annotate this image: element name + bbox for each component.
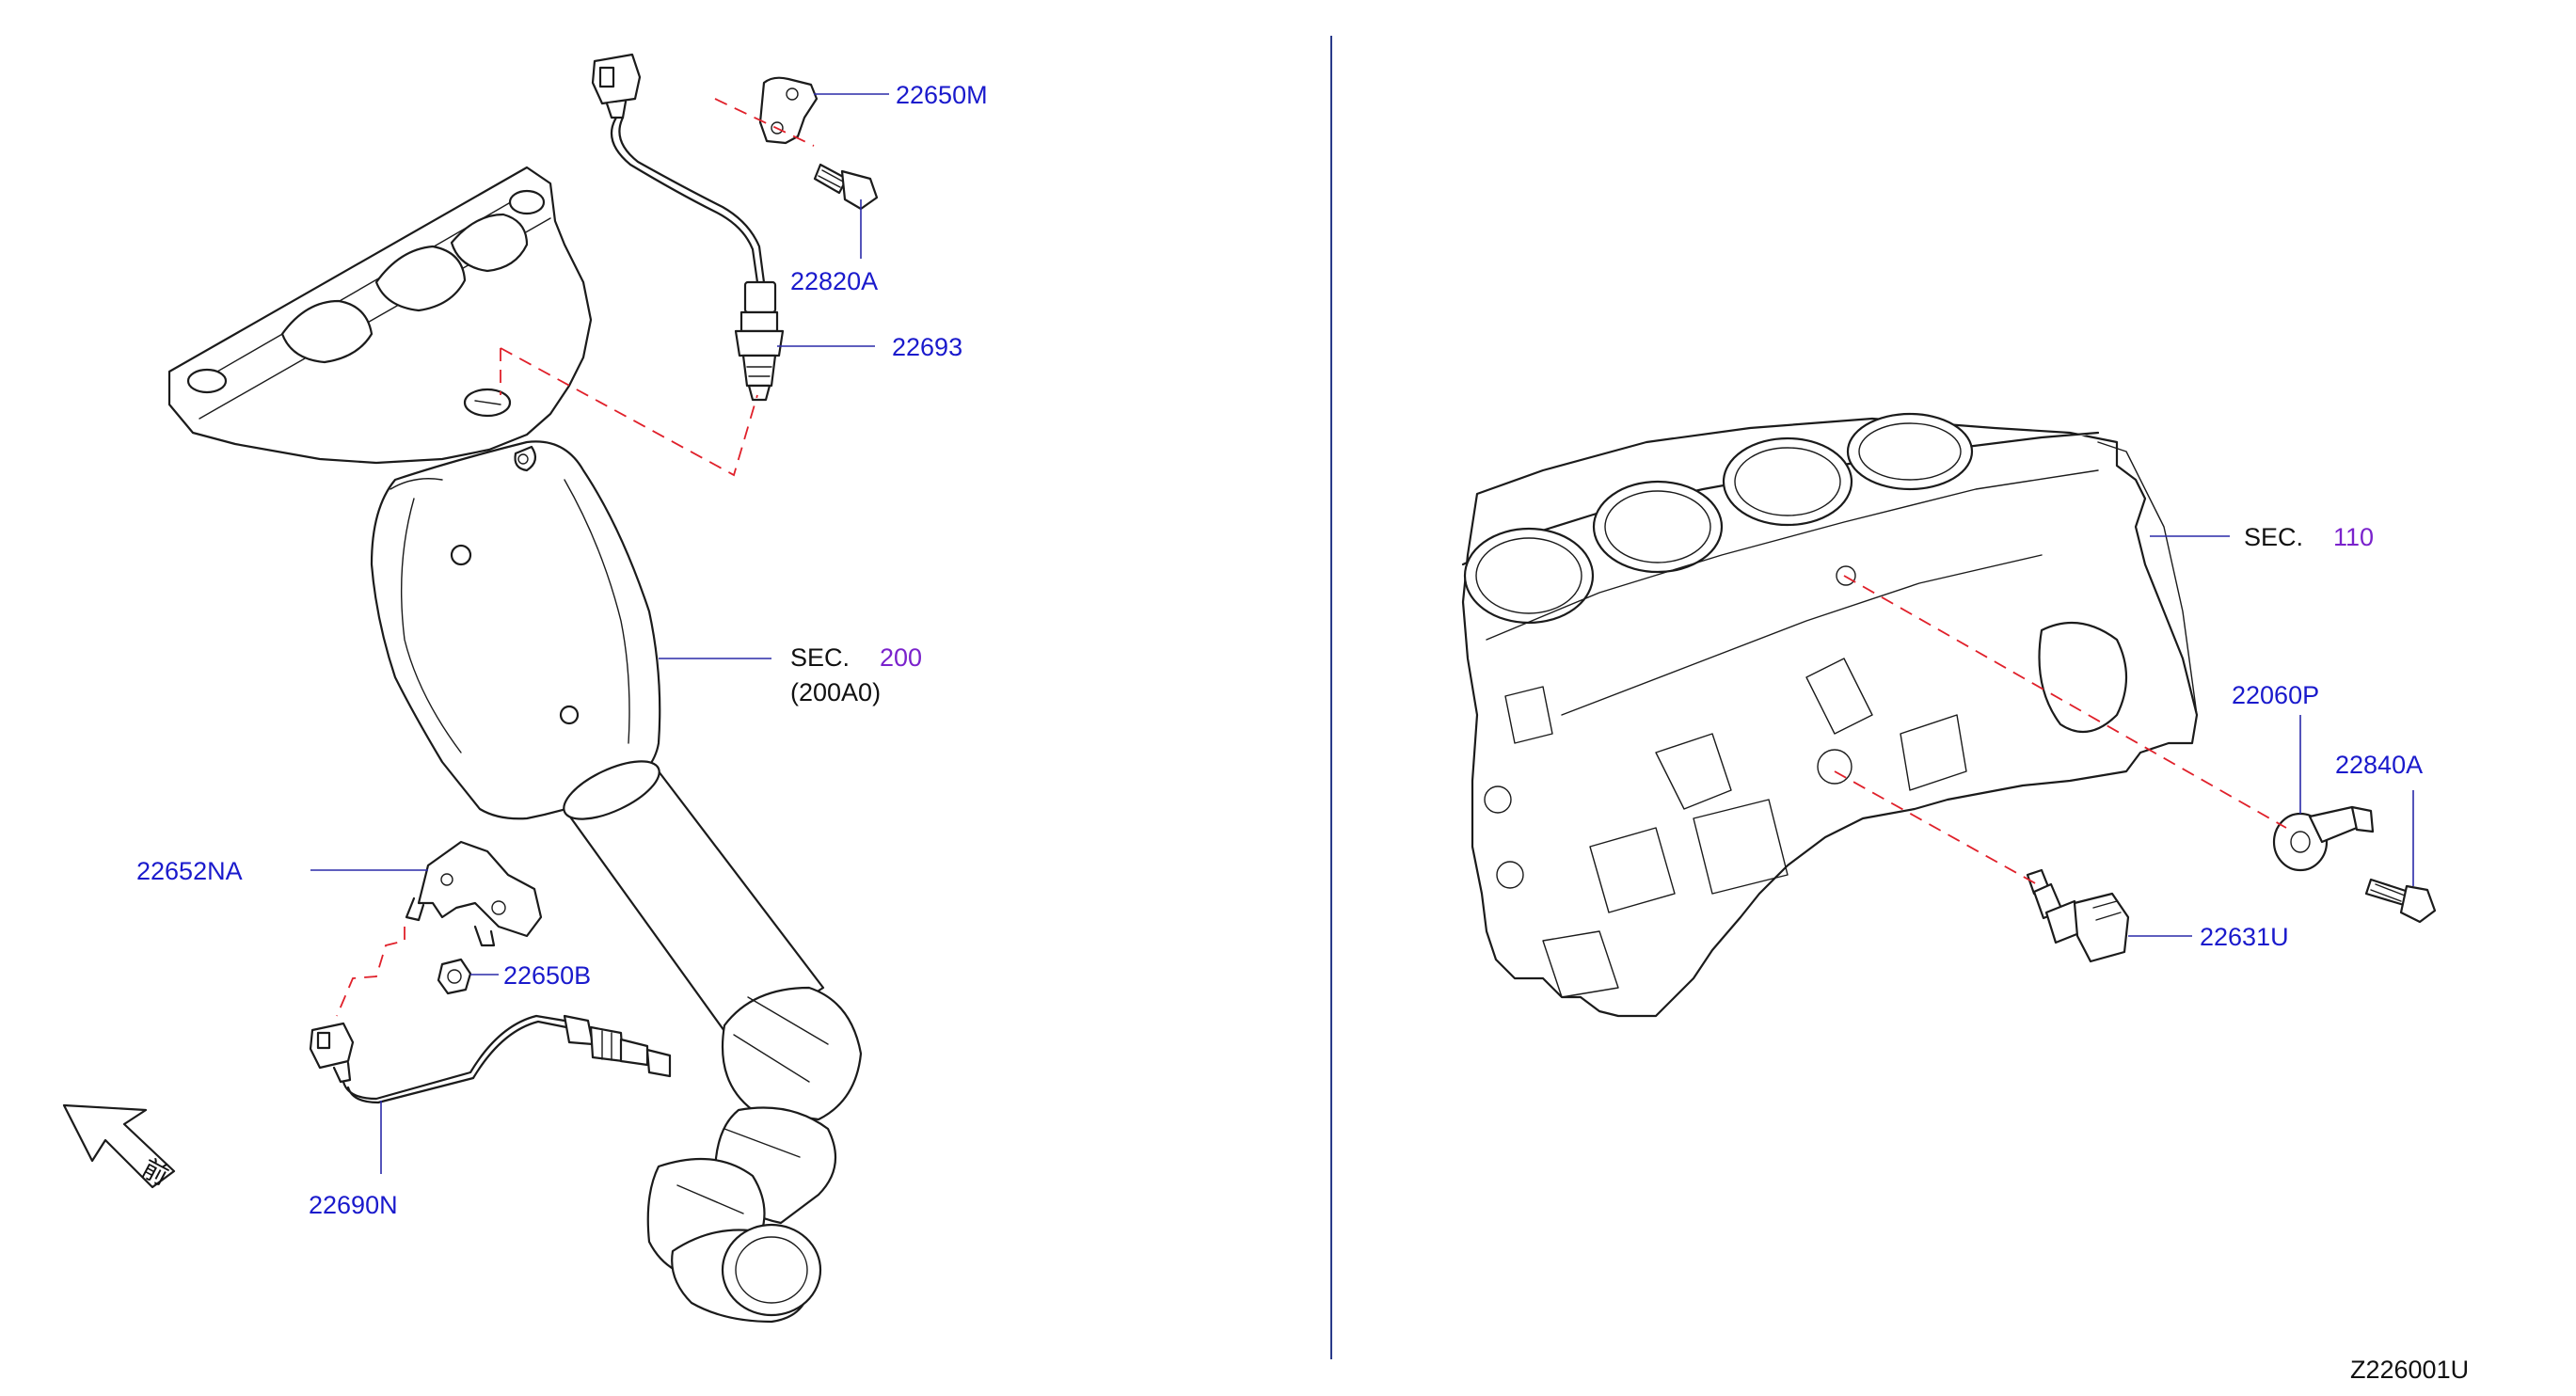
part-label-22820a: 22820A — [790, 267, 878, 295]
exhaust-manifold-drawing — [167, 166, 593, 465]
part-label-22060p: 22060P — [2232, 681, 2319, 709]
temperature-sensor-drawing — [2026, 868, 2130, 963]
front-direction-arrow — [62, 1103, 176, 1189]
section-ref-number-200: 200 — [880, 643, 922, 672]
phantom-line-lower-sensor — [336, 927, 405, 1017]
front-pipe-drawing — [563, 760, 863, 1324]
part-label-22690n: 22690N — [309, 1191, 398, 1219]
section-ref-prefix-200: SEC. — [790, 643, 850, 672]
bolt-22820a-drawing — [813, 163, 879, 211]
phantom-line-knock-sensor — [1843, 575, 2287, 829]
part-label-22650m: 22650M — [896, 81, 988, 109]
part-label-22840a: 22840A — [2335, 751, 2423, 779]
section-ref-number-110: 110 — [2333, 523, 2374, 551]
part-label-22693: 22693 — [892, 333, 962, 361]
heated-oxygen-sensor-drawing — [309, 1014, 672, 1104]
diagram-code: Z226001U — [2350, 1356, 2469, 1384]
nut-22650b-drawing — [437, 958, 472, 995]
part-label-22631u: 22631U — [2200, 923, 2289, 951]
leader-lines-left — [310, 93, 889, 1174]
cylinder-block-drawing — [1461, 412, 2199, 1018]
section-ref-prefix-110: SEC. — [2244, 523, 2303, 551]
bracket-22652na-drawing — [405, 840, 543, 947]
air-fuel-ratio-sensor-drawing — [591, 53, 785, 402]
section-ref-sub-200a0: (200A0) — [790, 678, 881, 706]
phantom-line-bracket — [714, 98, 815, 147]
leader-lines-right — [2128, 535, 2414, 937]
part-label-22652na: 22652NA — [136, 857, 243, 885]
catalytic-converter-drawing — [370, 440, 661, 820]
phantom-line-temp-sensor — [1834, 770, 2038, 885]
engine-block-assembly — [1461, 412, 2437, 1018]
part-label-22650b: 22650B — [503, 961, 591, 990]
bracket-22650m-drawing — [758, 76, 819, 145]
knock-sensor-drawing — [2272, 805, 2375, 872]
phantom-line-upper-sensor — [500, 347, 758, 477]
exhaust-assembly — [62, 53, 879, 1324]
bolt-22840a-drawing — [2364, 878, 2437, 924]
